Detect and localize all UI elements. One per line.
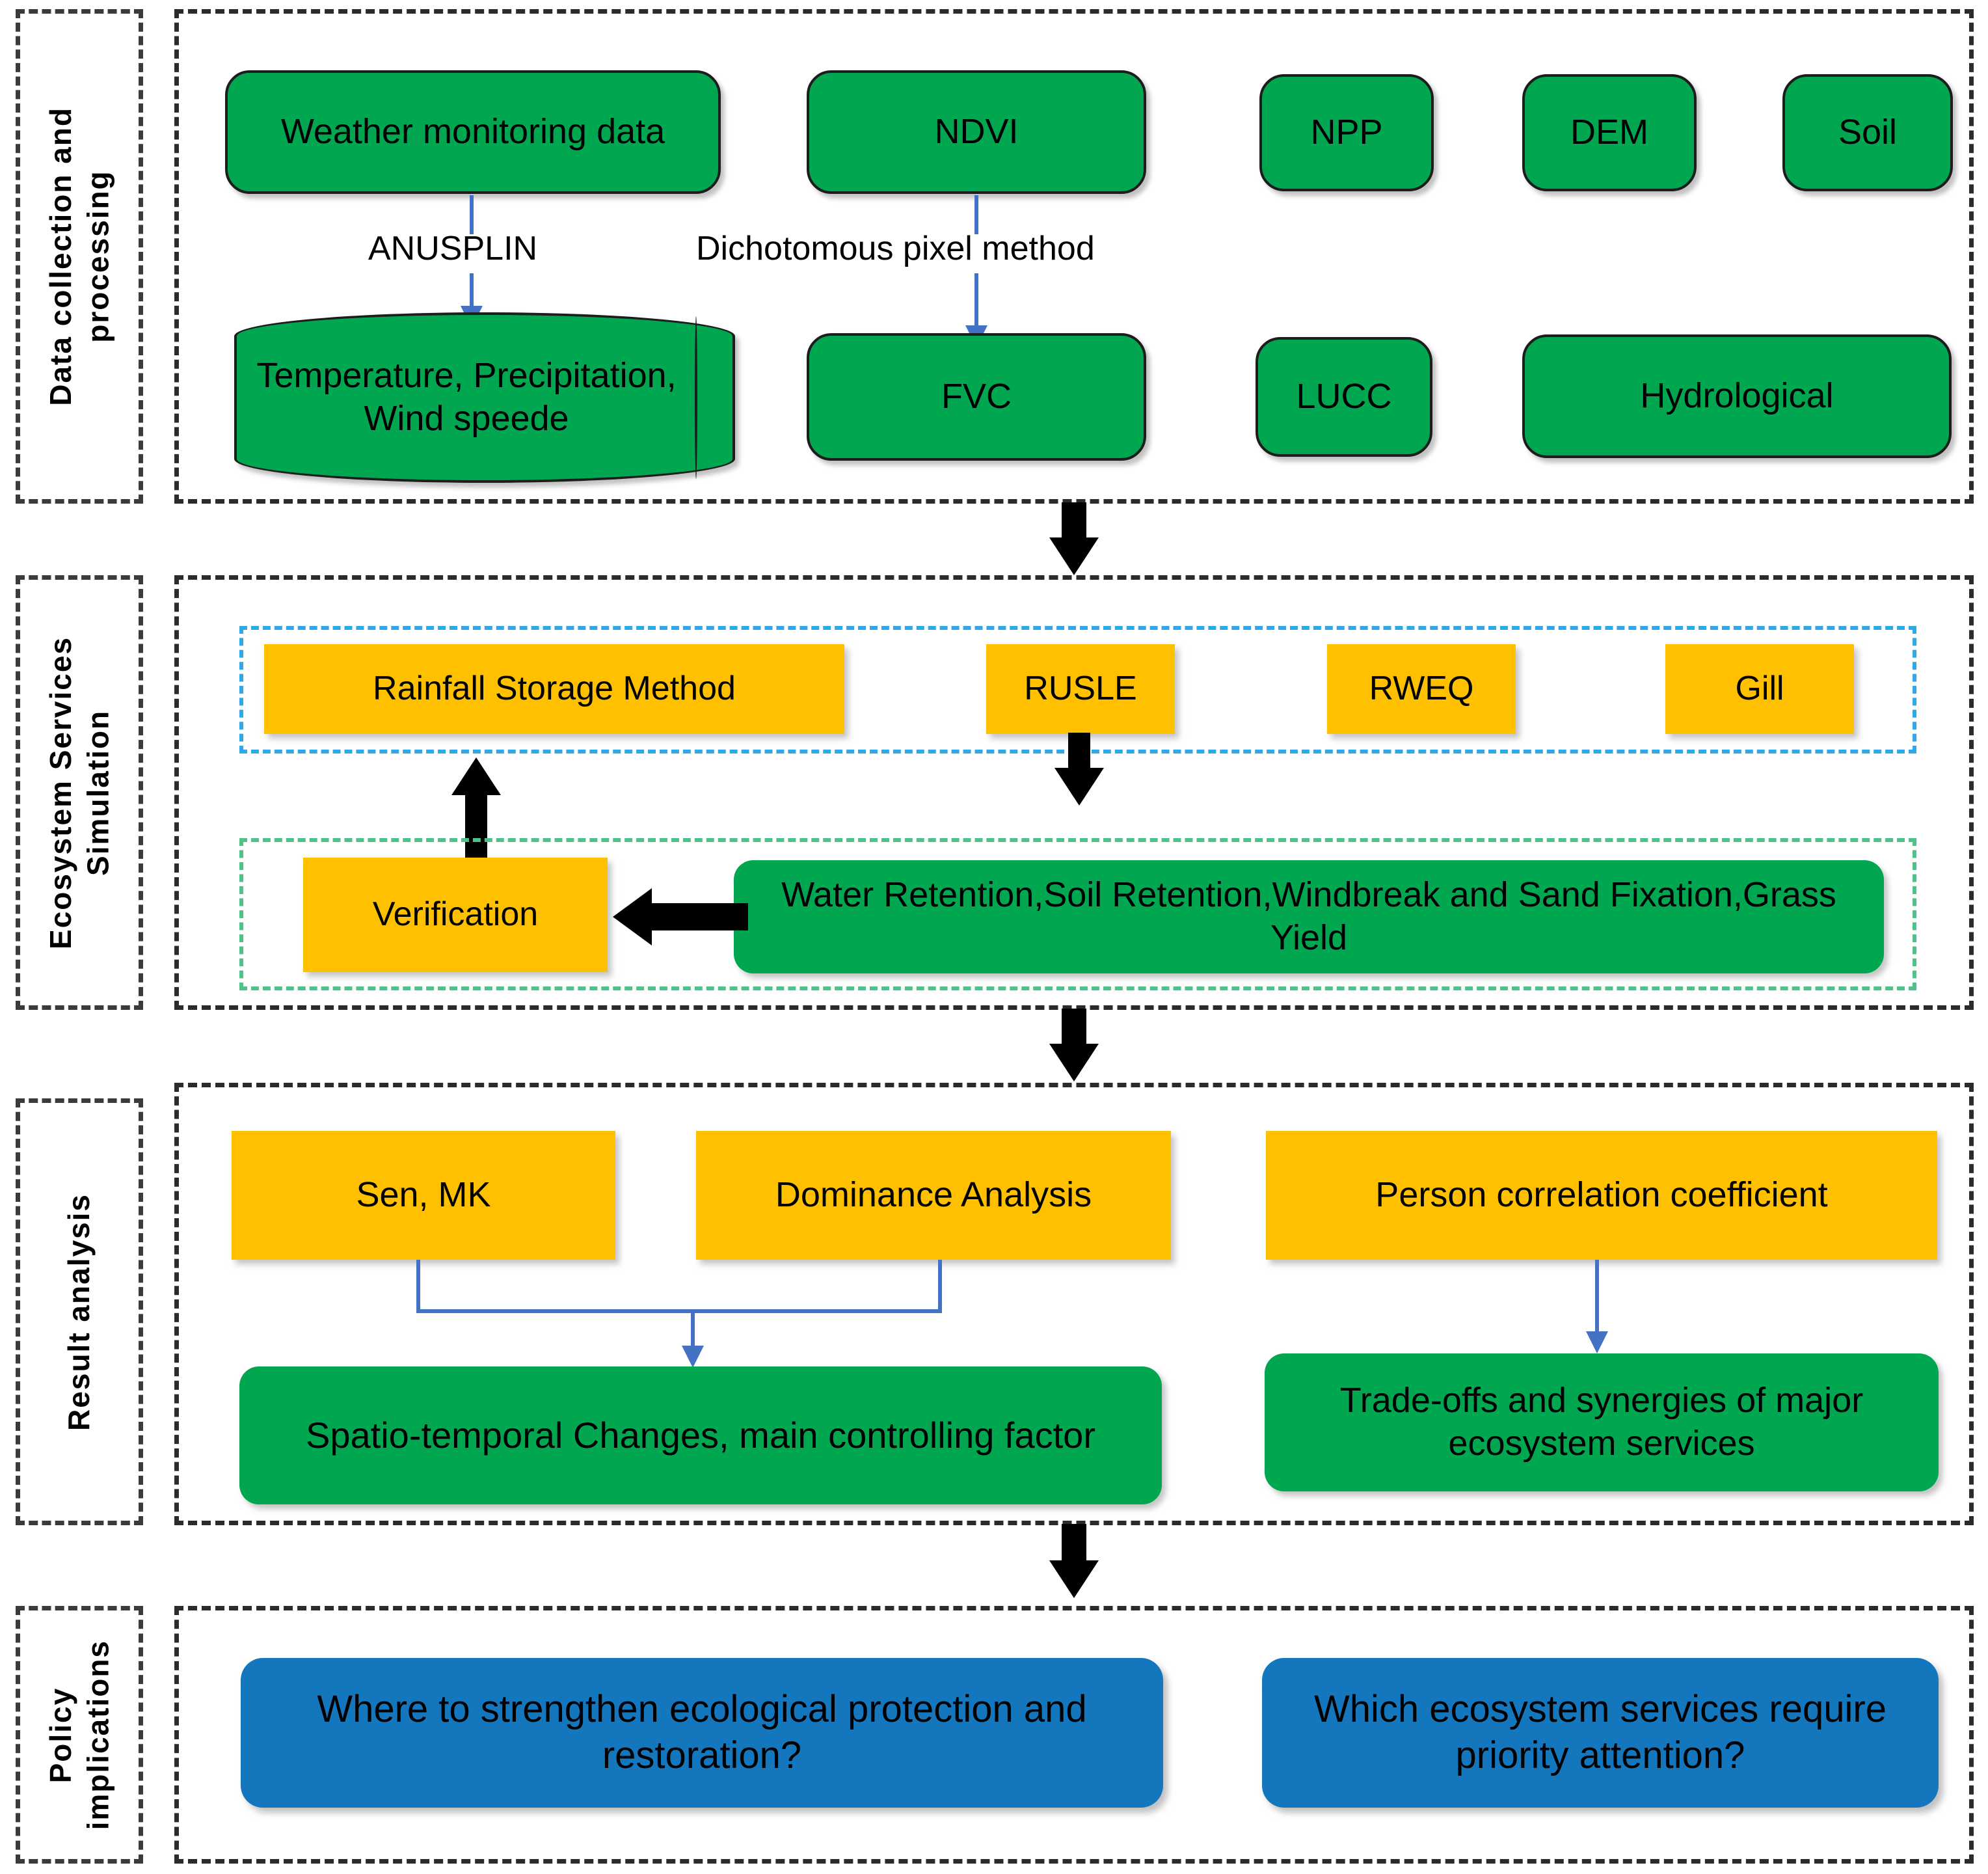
node-label: DEM bbox=[1570, 113, 1648, 152]
arrow-data-to-simulation-shaft bbox=[1062, 502, 1086, 541]
connector-person-correlation-arrow bbox=[1586, 1331, 1608, 1353]
section-body-data-collection bbox=[174, 9, 1974, 504]
connector-weather-to-temperature-line bbox=[470, 195, 474, 234]
arrow-verification-to-methods-shaft bbox=[465, 791, 487, 868]
node-label: Which ecosystem services require priorit… bbox=[1314, 1688, 1887, 1776]
node-verification[interactable]: Verification bbox=[303, 858, 608, 972]
arrow-methods-to-outputs-head bbox=[1054, 768, 1104, 806]
node-hydrological[interactable]: Hydrological bbox=[1522, 334, 1952, 458]
section-label-text: Data collection and processing bbox=[43, 107, 115, 406]
node-person-correlation-coefficient[interactable]: Person correlation coefficient bbox=[1266, 1131, 1937, 1260]
section-label-result-analysis: Result analysis bbox=[16, 1098, 143, 1525]
node-label: FVC bbox=[941, 377, 1012, 416]
node-label: NDVI bbox=[934, 112, 1019, 152]
connector-weather-to-temperature-line2 bbox=[470, 273, 474, 310]
node-label: RWEQ bbox=[1369, 670, 1474, 708]
node-label: Weather monitoring data bbox=[280, 112, 665, 152]
node-label: Verification bbox=[372, 895, 539, 934]
node-temperature-precipitation-wind-speede[interactable]: Temperature, Precipitation, Wind speede bbox=[234, 312, 735, 483]
node-label: Water Retention,Soil Retention,Windbreak… bbox=[781, 875, 1836, 957]
node-dem[interactable]: DEM bbox=[1522, 74, 1697, 191]
section-label-text: Policy implications bbox=[43, 1639, 115, 1830]
node-weather-monitoring-data[interactable]: Weather monitoring data bbox=[225, 70, 721, 194]
arrow-outputs-to-verification-head bbox=[613, 888, 652, 945]
node-label: Gill bbox=[1735, 670, 1784, 708]
section-body-policy-implications bbox=[174, 1606, 1974, 1864]
arrow-methods-to-outputs-shaft bbox=[1068, 733, 1090, 772]
node-label: Dominance Analysis bbox=[775, 1175, 1092, 1215]
node-label: Spatio-temporal Changes, main controllin… bbox=[306, 1414, 1095, 1456]
node-spatio-temporal-changes[interactable]: Spatio-temporal Changes, main controllin… bbox=[239, 1366, 1162, 1504]
node-label: Soil bbox=[1838, 113, 1898, 152]
arrow-simulation-to-results-head bbox=[1049, 1044, 1099, 1081]
connector-label-anusplin: ANUSPLIN bbox=[368, 230, 538, 267]
node-label: Where to strengthen ecological protectio… bbox=[317, 1688, 1087, 1776]
section-body-result-analysis bbox=[174, 1083, 1974, 1525]
node-lucc[interactable]: LUCC bbox=[1256, 337, 1432, 457]
node-label: Trade-offs and synergies of major ecosys… bbox=[1339, 1381, 1864, 1463]
section-body-ecosystem-services-simulation bbox=[174, 575, 1974, 1010]
node-gill[interactable]: Gill bbox=[1665, 644, 1854, 734]
node-label: RUSLE bbox=[1024, 670, 1137, 708]
node-label: Hydrological bbox=[1640, 376, 1834, 416]
connector-merge-arrow bbox=[682, 1346, 704, 1368]
section-label-policy-implications: Policy implications bbox=[16, 1606, 143, 1864]
node-rusle[interactable]: RUSLE bbox=[986, 644, 1175, 734]
subframe-outputs bbox=[239, 838, 1916, 990]
section-label-ecosystem-services-simulation: Ecosystem Services Simulation bbox=[16, 575, 143, 1010]
arrow-results-to-policy-shaft bbox=[1062, 1524, 1086, 1564]
arrow-results-to-policy-head bbox=[1049, 1560, 1099, 1598]
arrow-simulation-to-results-shaft bbox=[1062, 1009, 1086, 1048]
node-label: Rainfall Storage Method bbox=[373, 670, 736, 708]
node-label: Sen, MK bbox=[356, 1175, 491, 1215]
connector-label-dichotomous-pixel-method: Dichotomous pixel method bbox=[696, 230, 1095, 267]
connector-merge-down bbox=[691, 1309, 695, 1351]
node-rweq[interactable]: RWEQ bbox=[1327, 644, 1516, 734]
node-label: NPP bbox=[1310, 113, 1383, 152]
node-sen-mk[interactable]: Sen, MK bbox=[232, 1131, 615, 1260]
node-question-where-to-strengthen[interactable]: Where to strengthen ecological protectio… bbox=[241, 1658, 1163, 1808]
connector-dominance-down bbox=[938, 1260, 942, 1313]
node-ndvi[interactable]: NDVI bbox=[807, 70, 1146, 194]
arrow-outputs-to-verification-shaft bbox=[651, 903, 748, 930]
connector-person-correlation-down bbox=[1595, 1260, 1599, 1338]
node-tradeoffs-synergies[interactable]: Trade-offs and synergies of major ecosys… bbox=[1265, 1353, 1939, 1491]
node-fvc[interactable]: FVC bbox=[807, 333, 1146, 461]
node-ecosystem-service-outputs[interactable]: Water Retention,Soil Retention,Windbreak… bbox=[734, 860, 1884, 973]
node-label: LUCC bbox=[1296, 377, 1392, 416]
node-label: Temperature, Precipitation, Wind speede bbox=[256, 356, 677, 438]
section-label-text: Ecosystem Services Simulation bbox=[43, 636, 115, 949]
connector-merge-horizontal bbox=[416, 1309, 942, 1313]
node-question-which-services-priority[interactable]: Which ecosystem services require priorit… bbox=[1262, 1658, 1939, 1808]
section-label-data-collection: Data collection and processing bbox=[16, 9, 143, 504]
arrow-data-to-simulation-head bbox=[1049, 537, 1099, 575]
connector-ndvi-to-fvc-line2 bbox=[974, 273, 978, 333]
node-label: Person correlation coefficient bbox=[1375, 1175, 1828, 1215]
arrow-verification-to-methods-head bbox=[451, 757, 501, 795]
node-dominance-analysis[interactable]: Dominance Analysis bbox=[696, 1131, 1171, 1260]
node-npp[interactable]: NPP bbox=[1259, 74, 1434, 191]
section-label-text: Result analysis bbox=[62, 1193, 96, 1431]
connector-sen-mk-down bbox=[416, 1260, 420, 1313]
connector-ndvi-to-fvc-line bbox=[974, 195, 978, 234]
node-rainfall-storage-method[interactable]: Rainfall Storage Method bbox=[264, 644, 844, 734]
node-soil[interactable]: Soil bbox=[1782, 74, 1953, 191]
